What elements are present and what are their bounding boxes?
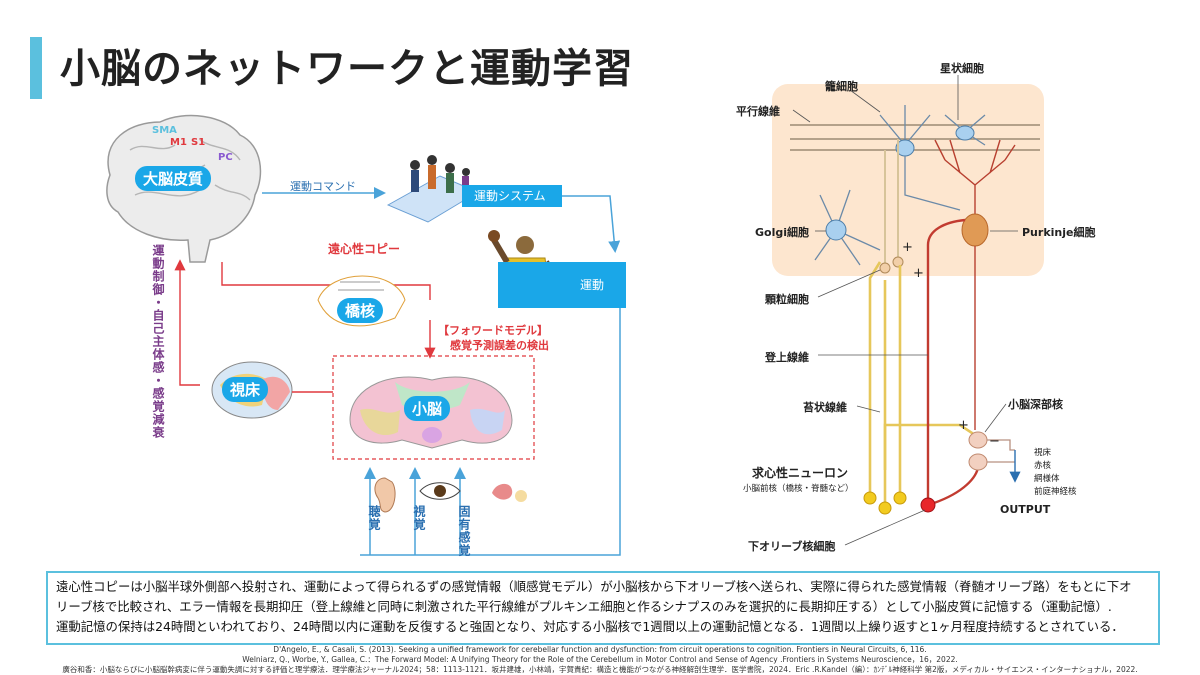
vision-label: 視覚 xyxy=(412,505,426,531)
cerebellum-chip: 小脳 xyxy=(404,396,451,421)
afferent-neuron-3 xyxy=(893,491,907,505)
granule-cells xyxy=(879,139,904,274)
motor-system-to-movement-arrow xyxy=(560,195,621,253)
vertical-function-label: 運動制御・自己主体感・感覚減衰 xyxy=(151,244,165,439)
efference-copy-label: 遠心性コピー xyxy=(328,242,401,256)
explanation-box: 遠心性コピーは小脳半球外側部へ投射され、運動によって得られるずの感覚情報（順感覚… xyxy=(46,571,1160,645)
area-m1: M1 xyxy=(170,137,187,148)
cerebellum-dashed-box xyxy=(332,355,535,460)
thalamus-chip: 視床 xyxy=(222,377,269,402)
purkinje-label: Purkinje細胞 xyxy=(1022,226,1096,239)
target-reticular: 網様体 xyxy=(1034,474,1060,484)
plus-sign-2: + xyxy=(913,266,924,281)
cortex-chip: 大脳皮質 xyxy=(135,166,212,191)
golgi-cell xyxy=(814,189,881,266)
deep-nuclei-label: 小脳深部核 xyxy=(1008,398,1063,411)
purkinje-dendrites xyxy=(934,139,1016,215)
deep-nuclei-output xyxy=(987,439,1015,463)
output-targets: 視床 赤核 網様体 前庭神経核 xyxy=(1034,447,1077,499)
explanation-line-2: リーブ核で比較され、エラー情報を長期抑圧（登上線維と同時に刺激された平行線維がプ… xyxy=(56,599,1112,614)
motor-system-illustration xyxy=(386,155,480,223)
page-title: 小脳のネットワークと運動学習 xyxy=(60,46,634,92)
climbing-fiber-label: 登上線維 xyxy=(765,351,809,364)
ear-icon xyxy=(374,477,396,513)
afferent-neuron-1 xyxy=(863,491,877,505)
forward-model-title: 【フォワードモデル】 xyxy=(438,324,548,337)
minus-sign: − xyxy=(989,434,1000,449)
explanation-line-1: 遠心性コピーは小脳半球外側部へ投射され、運動によって得られるずの感覚情報（順感覚… xyxy=(56,579,1132,594)
purkinje-soma xyxy=(961,213,989,247)
basket-cell xyxy=(879,105,961,211)
basket-label: 籠細胞 xyxy=(825,80,858,93)
eye-icon xyxy=(419,482,461,500)
thalamus-to-cortex-arrow xyxy=(174,259,200,386)
movement-feedback-line xyxy=(360,307,621,556)
hearing-label: 聴覚 xyxy=(367,505,381,531)
proprioception-label: 固有感覚 xyxy=(457,505,471,557)
target-red-nucleus: 赤核 xyxy=(1034,461,1052,471)
stellate-label: 星状細胞 xyxy=(940,62,984,75)
reference-1: D'Angelo, E., & Casali, S. (2013). Seeki… xyxy=(273,645,927,654)
leader-lines xyxy=(792,75,1018,546)
afferent-neuron-2 xyxy=(878,501,892,515)
inferior-olive-label: 下オリーブ核細胞 xyxy=(748,540,836,553)
reference-3: 廣谷和香：小脳ならびに小脳脳幹病変に伴う運動失調に対する評価と理学療法．理学療法… xyxy=(62,665,1138,674)
explanation-line-3: 運動記憶の保持は24時間といわれており、24時間以内に運動を反復すると強固となり… xyxy=(56,619,1124,634)
motor-system-box: 運動システム xyxy=(462,185,562,207)
title-accent-bar xyxy=(30,37,42,99)
granule-label: 顆粒細胞 xyxy=(765,293,809,306)
movement-box: 運動 xyxy=(498,262,626,308)
golgi-label: Golgi細胞 xyxy=(755,226,810,239)
target-vestibular: 前庭神経核 xyxy=(1034,487,1077,497)
target-thalamus: 視床 xyxy=(1034,448,1052,458)
muscle-icon xyxy=(492,483,527,502)
area-s1: S1 xyxy=(191,137,206,148)
inferior-olive-neuron xyxy=(920,497,936,513)
plus-sign-3: + xyxy=(958,418,969,433)
afferent-label: 求心性ニューロン xyxy=(752,466,849,480)
reference-2: Welniarz, Q., Worbe, Y., Gallea, C.：The … xyxy=(242,655,958,664)
mossy-fibers xyxy=(868,261,976,508)
parallel-fibers xyxy=(790,124,1040,151)
output-label: OUTPUT xyxy=(1000,503,1051,516)
references: D'Angelo, E., & Casali, S. (2013). Seeki… xyxy=(0,645,1200,675)
afferent-sub-label: 小脳前核（橋核・脊髄など） xyxy=(743,484,854,494)
parallel-fiber-label: 平行線維 xyxy=(736,105,780,118)
forward-model-subtitle: 感覚予測誤差の検出 xyxy=(450,339,549,352)
motor-command-label: 運動コマンド xyxy=(290,180,356,193)
efference-copy-line xyxy=(221,262,431,300)
stellate-cell xyxy=(944,114,986,146)
climbing-fiber xyxy=(926,218,980,507)
area-sma: SMA xyxy=(152,125,177,136)
plus-sign-1: + xyxy=(902,240,913,255)
area-pc: PC xyxy=(218,152,233,163)
pons-chip: 橋核 xyxy=(337,298,384,323)
mossy-fiber-label: 苔状線維 xyxy=(803,401,847,414)
deep-nuclei-cells xyxy=(968,431,988,471)
